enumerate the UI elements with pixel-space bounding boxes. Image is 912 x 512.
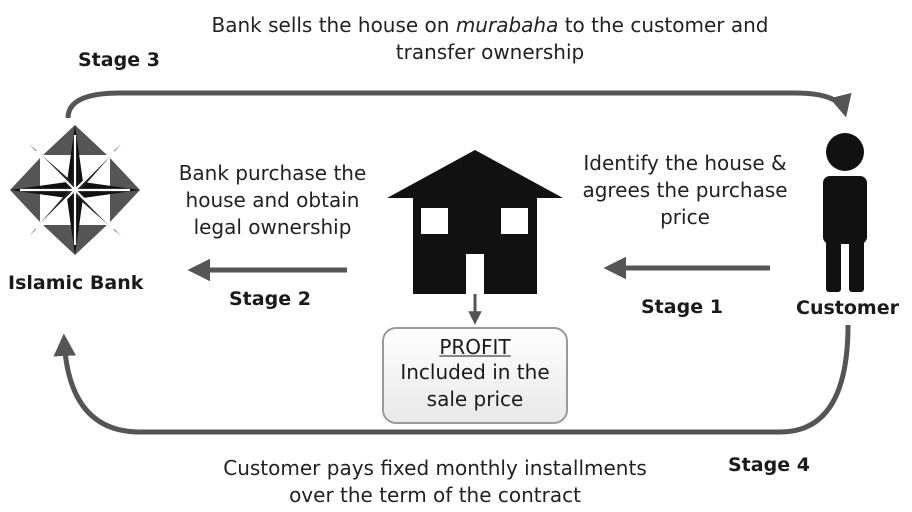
stage4-desc-line: over the term of the contract	[289, 483, 581, 507]
stage3-label: Stage 3	[78, 49, 160, 71]
stage3-desc-prefix: Bank sells the house on	[211, 13, 456, 37]
stage4-desc-line: Customer pays fixed monthly installments	[223, 456, 647, 480]
profit-body-line: Included in the	[400, 360, 550, 384]
profit-body-line: sale price	[426, 387, 524, 411]
stage2-desc-line: house and obtain	[185, 188, 360, 212]
stage1-label: Stage 1	[641, 296, 723, 318]
stage2-label: Stage 2	[229, 288, 311, 310]
stage3-desc-suffix: to the customer and	[558, 13, 769, 37]
customer-label: Customer	[796, 297, 899, 319]
islamic-bank-label: Islamic Bank	[8, 272, 144, 294]
stage3-description: Bank sells the house on murabaha to the …	[160, 12, 820, 66]
islamic-bank-logo-icon	[10, 125, 140, 255]
stage1-desc-line: price	[660, 205, 710, 229]
stage1-description: Identify the house & agrees the purchase…	[565, 150, 805, 231]
profit-title: PROFIT	[439, 335, 511, 359]
stage1-desc-line: agrees the purchase	[582, 178, 788, 202]
stage3-arrow	[65, 90, 852, 119]
stage2-desc-line: Bank purchase the	[178, 161, 367, 185]
stage3-desc-line2: transfer ownership	[395, 40, 585, 64]
house-icon	[387, 150, 563, 294]
stage4-description: Customer pays fixed monthly installments…	[180, 455, 690, 509]
stage4-label: Stage 4	[728, 454, 810, 476]
stage3-desc-italic: murabaha	[455, 13, 559, 37]
stage2-description: Bank purchase the house and obtain legal…	[165, 160, 380, 241]
profit-box: PROFIT Included in the sale price	[382, 327, 568, 424]
stage1-desc-line: Identify the house &	[583, 151, 787, 175]
stage2-desc-line: legal ownership	[193, 215, 352, 239]
customer-person-icon	[823, 133, 867, 292]
stage4-arrow	[53, 324, 851, 435]
